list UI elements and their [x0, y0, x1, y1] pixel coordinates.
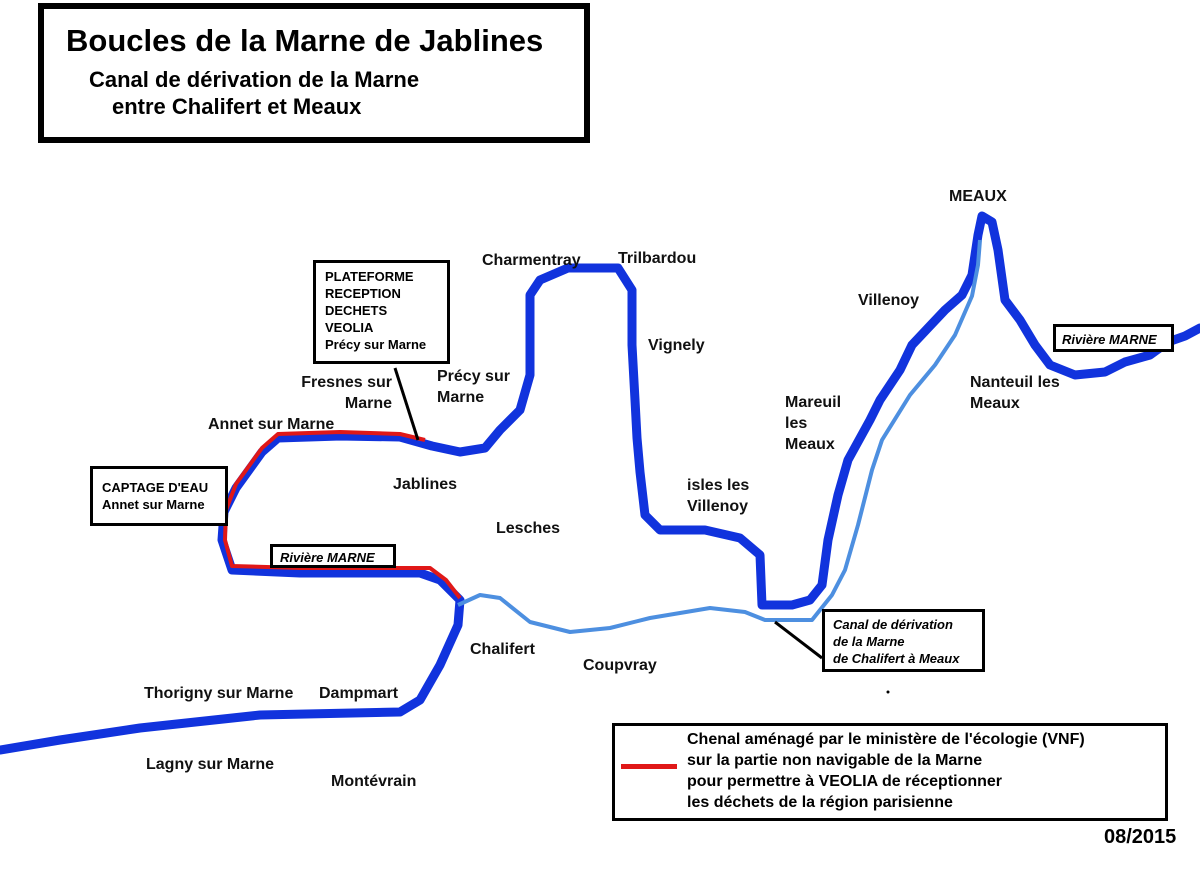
plateforme-box: PLATEFORME RECEPTION DECHETS VEOLIA Préc… [313, 260, 450, 364]
riviere-marne-east-label: Rivière MARNE [1062, 332, 1157, 347]
plateforme-line-1: PLATEFORME [325, 269, 414, 284]
label-thorigny: Thorigny sur Marne [144, 685, 294, 702]
label-precy: Précy sur Marne [437, 368, 510, 406]
legend-line-3: pour permettre à VEOLIA de réceptionner [687, 773, 1003, 790]
label-coupvray: Coupvray [583, 657, 657, 674]
plateforme-line-2: RECEPTION [325, 286, 401, 301]
label-mareuil: Mareuil les Meaux [785, 394, 842, 453]
label-charmentray: Charmentray [482, 252, 581, 269]
map-subtitle-1: Canal de dérivation de la Marne [89, 67, 420, 92]
label-meaux: MEAUX [949, 188, 1007, 205]
label-nanteuil: Nanteuil les Meaux [970, 374, 1060, 412]
label-dampmart: Dampmart [319, 685, 399, 702]
label-lesches: Lesches [496, 520, 561, 537]
legend-line-4: les déchets de la région parisienne [687, 794, 953, 811]
canal-line-1: Canal de dérivation [833, 617, 953, 632]
label-trilbardou: Trilbardou [618, 250, 697, 267]
label-annet: Annet sur Marne [208, 416, 335, 433]
legend-box: Chenal aménagé par le ministère de l'éco… [612, 723, 1168, 821]
legend-red-line-swatch [621, 764, 677, 769]
label-fresnes: Fresnes sur Marne [301, 374, 392, 412]
marne-river [0, 211, 1200, 755]
legend-line-2: sur la partie non navigable de la Marne [687, 752, 983, 769]
riviere-marne-east-box: Rivière MARNE [1053, 324, 1174, 352]
legend-text: Chenal aménagé par le ministère de l'éco… [687, 729, 1085, 813]
legend-line-1: Chenal aménagé par le ministère de l'éco… [687, 731, 1085, 748]
label-chalifert: Chalifert [470, 641, 535, 658]
title-box: Boucles de la Marne de Jablines Canal de… [38, 3, 590, 143]
plateforme-line-3: DECHETS [325, 303, 388, 318]
canal-derivation [457, 239, 982, 634]
canal-box: Canal de dérivation de la Marne de Chali… [822, 609, 985, 672]
canal-line-2: de la Marne [833, 634, 905, 649]
map-subtitle-2: entre Chalifert et Meaux [112, 94, 362, 119]
captage-line-2: Annet sur Marne [102, 497, 205, 512]
map-dot [886, 690, 890, 694]
map-title: Boucles de la Marne de Jablines [66, 23, 544, 58]
captage-line-1: CAPTAGE D'EAU [102, 480, 209, 495]
canal-pointer [774, 620, 823, 660]
plateforme-line-4: VEOLIA [325, 320, 374, 335]
map-date: 08/2015 [1104, 826, 1177, 848]
riviere-marne-west-label: Rivière MARNE [280, 550, 375, 565]
label-jablines: Jablines [393, 476, 458, 493]
label-montevrain: Montévrain [331, 773, 417, 790]
label-isles: isles les Villenoy [687, 477, 750, 515]
captage-box: CAPTAGE D'EAU Annet sur Marne [90, 466, 228, 526]
plateforme-line-5: Précy sur Marne [325, 337, 427, 352]
label-vignely: Vignely [648, 337, 705, 354]
riviere-marne-west-box: Rivière MARNE [270, 544, 396, 568]
canal-line-3: de Chalifert à Meaux [833, 651, 960, 666]
label-lagny: Lagny sur Marne [146, 756, 275, 773]
label-villenoy: Villenoy [858, 292, 920, 309]
plateforme-pointer [393, 367, 420, 441]
